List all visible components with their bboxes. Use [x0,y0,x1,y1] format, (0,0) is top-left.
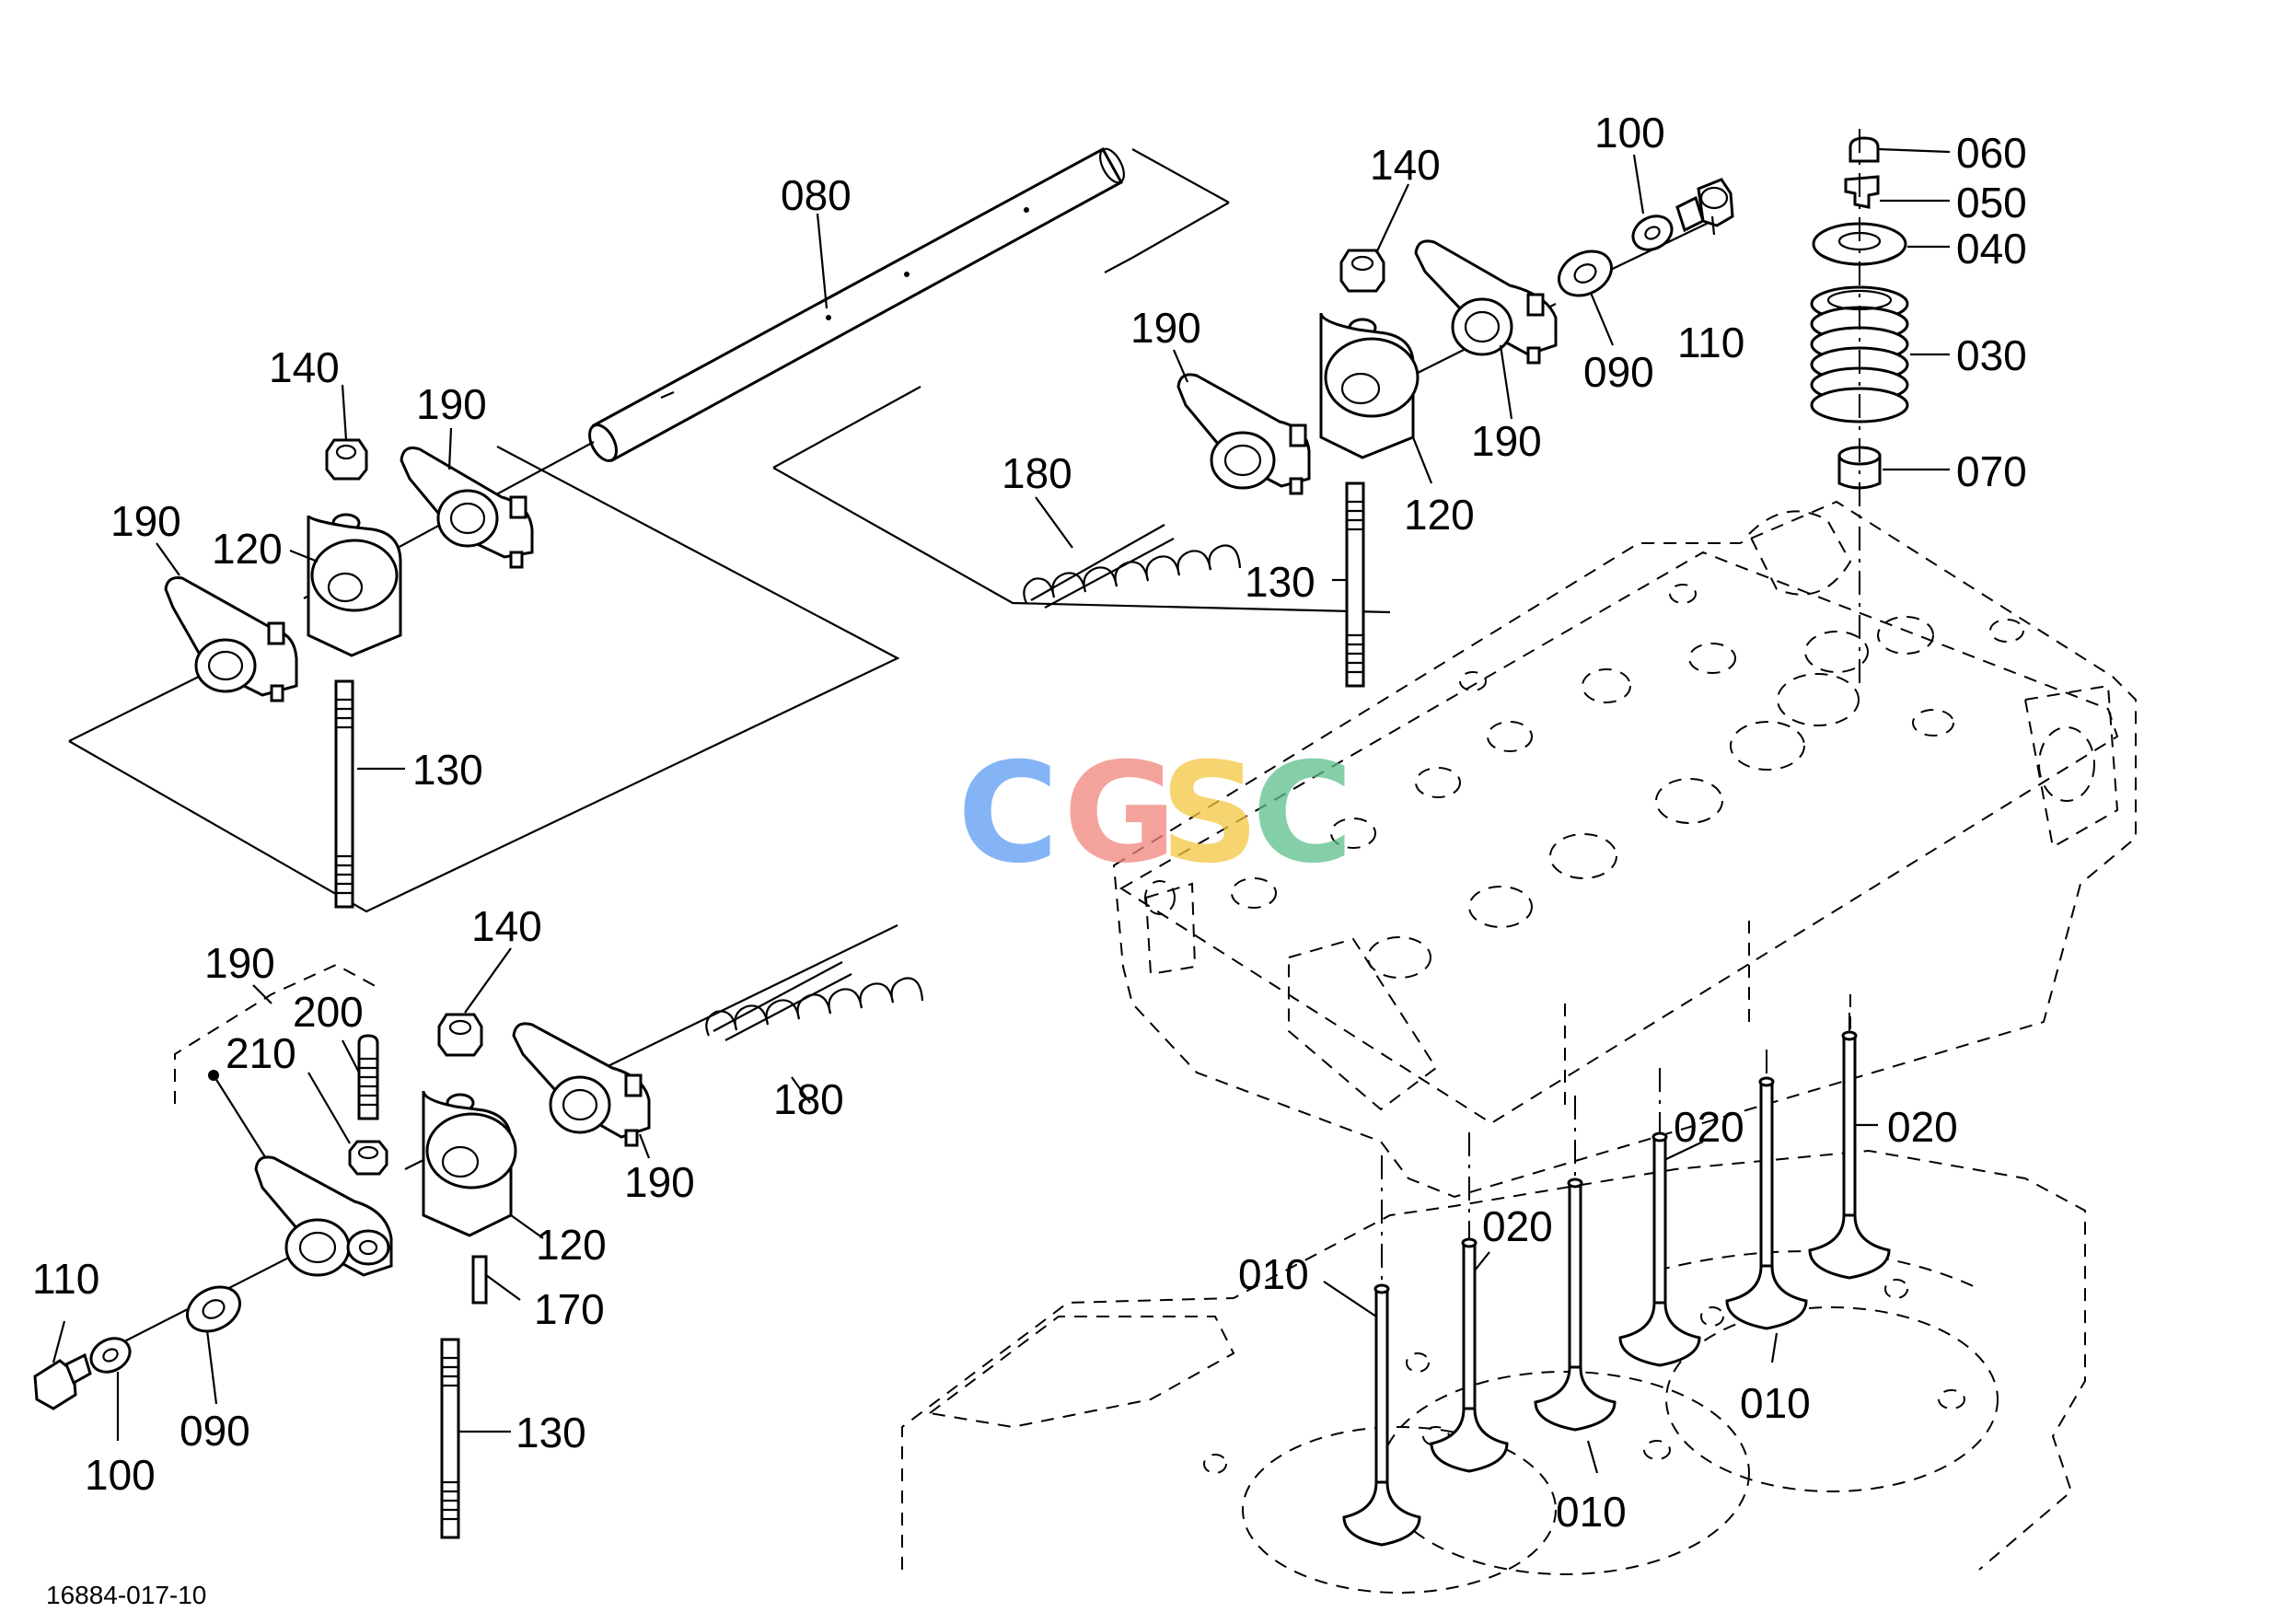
callout-190: 190 [1471,417,1542,465]
callout-030: 030 [1956,331,2027,379]
callout-140: 140 [269,343,340,391]
bolt-110-upper [1675,178,1734,233]
valve-010-c [1725,1076,1808,1330]
rocker-arm-190-upper-right-of-bracket [400,447,534,569]
callout-010: 010 [1238,1250,1309,1298]
watermark-letter: G [1063,734,1176,894]
callout-020: 020 [1887,1103,1958,1151]
callout-040: 040 [1956,225,2027,273]
callout-010: 010 [1740,1379,1811,1427]
rocker-bracket-120-lower [422,1090,517,1237]
valve-020-a [1430,1237,1509,1473]
callout-190: 190 [416,380,487,428]
stud-130-upper-left [334,679,354,909]
washer-100-upper [1631,215,1674,251]
stud-130-lower [440,1338,460,1539]
cgsc-watermark: C G S C [957,734,1353,894]
figure-number: 16884-017-10 [46,1581,206,1609]
callout-140: 140 [1370,141,1441,189]
callout-070: 070 [1956,447,2027,495]
rocker-arm-190-upper-middle-left [1176,373,1311,495]
callout-190: 190 [110,497,181,545]
valve-010-a [1342,1283,1421,1547]
cap-060 [1848,136,1880,163]
valve-spring-stack [1810,129,1909,686]
callout-080: 080 [781,171,852,219]
valve-020-c [1808,1030,1891,1280]
callout-090: 090 [180,1407,250,1455]
rocker-arm-190-lower-right [512,1022,651,1147]
spring-180-lower [705,961,924,1041]
callout-130: 130 [412,746,483,794]
rocker-shaft [588,146,1125,463]
upper-middle-assembly [772,148,1734,688]
callout-060: 060 [1956,129,2027,177]
callout-020: 020 [1482,1202,1553,1250]
callout-120: 120 [536,1221,607,1269]
callout-180: 180 [1002,449,1072,497]
adjusting-screw-200 [357,1034,379,1120]
valves [1342,1013,1891,1547]
watermark-letter: S [1160,734,1259,894]
callout-170: 170 [534,1285,605,1333]
pin-170 [471,1255,488,1305]
upper-left-assembly [68,438,900,913]
nut-140-upper-middle [1339,249,1385,293]
nut-140-lower [437,1013,483,1057]
valve-010-b [1534,1177,1617,1432]
watermark-letter: C [1252,734,1353,894]
rocker-arm-190-upper-middle-right [1414,239,1558,365]
nut-140-upper-left [325,438,368,481]
lower-left-assembly [33,924,924,1539]
washer-100-lower [89,1337,132,1374]
callout-140: 140 [471,902,542,950]
callout-190: 190 [204,939,275,987]
callout-100: 100 [85,1451,156,1499]
washer-090-upper [1558,249,1613,297]
collet-050 [1844,175,1880,209]
leader-lines [52,147,1951,1474]
bolt-110-lower [33,1352,92,1410]
callout-130: 130 [1245,558,1315,606]
callout-110: 110 [32,1255,99,1303]
callout-180: 180 [773,1075,844,1123]
rocker-bracket-120-upper-middle [1319,312,1420,459]
callout-labels: 080 140 190 190 120 130 140 100 110 090 … [32,109,2027,1536]
rocker-arm-190-lower-left [254,1155,393,1277]
callout-010: 010 [1556,1488,1627,1536]
stud-130-upper-middle [1345,481,1365,688]
callout-020: 020 [1674,1103,1744,1151]
callout-120: 120 [1404,491,1475,539]
callout-200: 200 [293,988,364,1036]
rocker-bracket-120-upper-left [307,515,402,657]
rocker-arm-190-upper-left [164,576,298,702]
callout-190: 190 [1130,304,1201,352]
callout-130: 130 [516,1409,586,1456]
callout-050: 050 [1956,179,2027,226]
callout-100: 100 [1594,109,1665,157]
washer-090-lower [186,1285,241,1333]
callout-110: 110 [1677,319,1744,366]
cylinder-head [1112,500,2137,1199]
callout-210: 210 [226,1029,296,1077]
callout-190: 190 [624,1158,695,1206]
engine-block [901,1149,2086,1594]
callout-120: 120 [212,525,283,573]
valve-020-b [1618,1131,1701,1367]
nut-210 [348,1140,388,1176]
watermark-letter: C [957,734,1059,894]
spring-180-upper [1023,524,1242,609]
callout-090: 090 [1583,348,1654,396]
